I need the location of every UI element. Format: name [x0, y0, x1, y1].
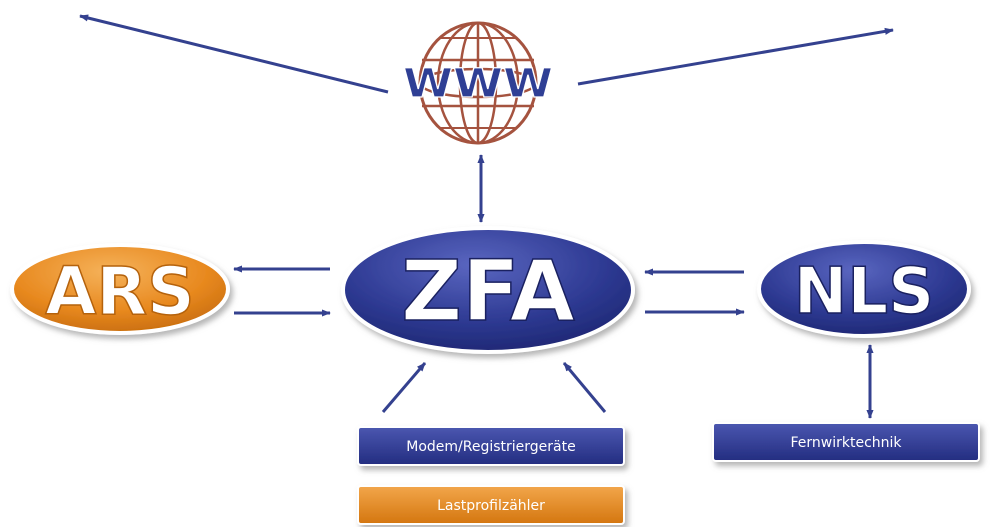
fernwirk-box	[712, 422, 980, 462]
zfa-label: ZFA	[401, 242, 575, 340]
arrow-modem-to-zfa-left	[381, 362, 427, 413]
modem-box-label: Modem/Registriergeräte	[406, 439, 575, 455]
www-globe-icon	[418, 21, 538, 145]
arrow-www-up-left	[79, 14, 389, 94]
modem-box	[357, 426, 625, 466]
ars-node	[10, 243, 230, 335]
arrow-modem-to-zfa-right	[562, 362, 607, 413]
zfa-node	[341, 226, 635, 354]
lastprofil-box	[357, 485, 625, 525]
nls-node	[757, 240, 971, 338]
www-label: WWW	[403, 61, 553, 107]
arrow-www-up-right	[577, 27, 894, 86]
fernwirk-box-label: Fernwirktechnik	[790, 435, 902, 451]
ars-label: ARS	[45, 253, 194, 330]
nls-label: NLS	[794, 255, 934, 329]
lastprofil-box-label: Lastprofilzähler	[437, 498, 545, 514]
